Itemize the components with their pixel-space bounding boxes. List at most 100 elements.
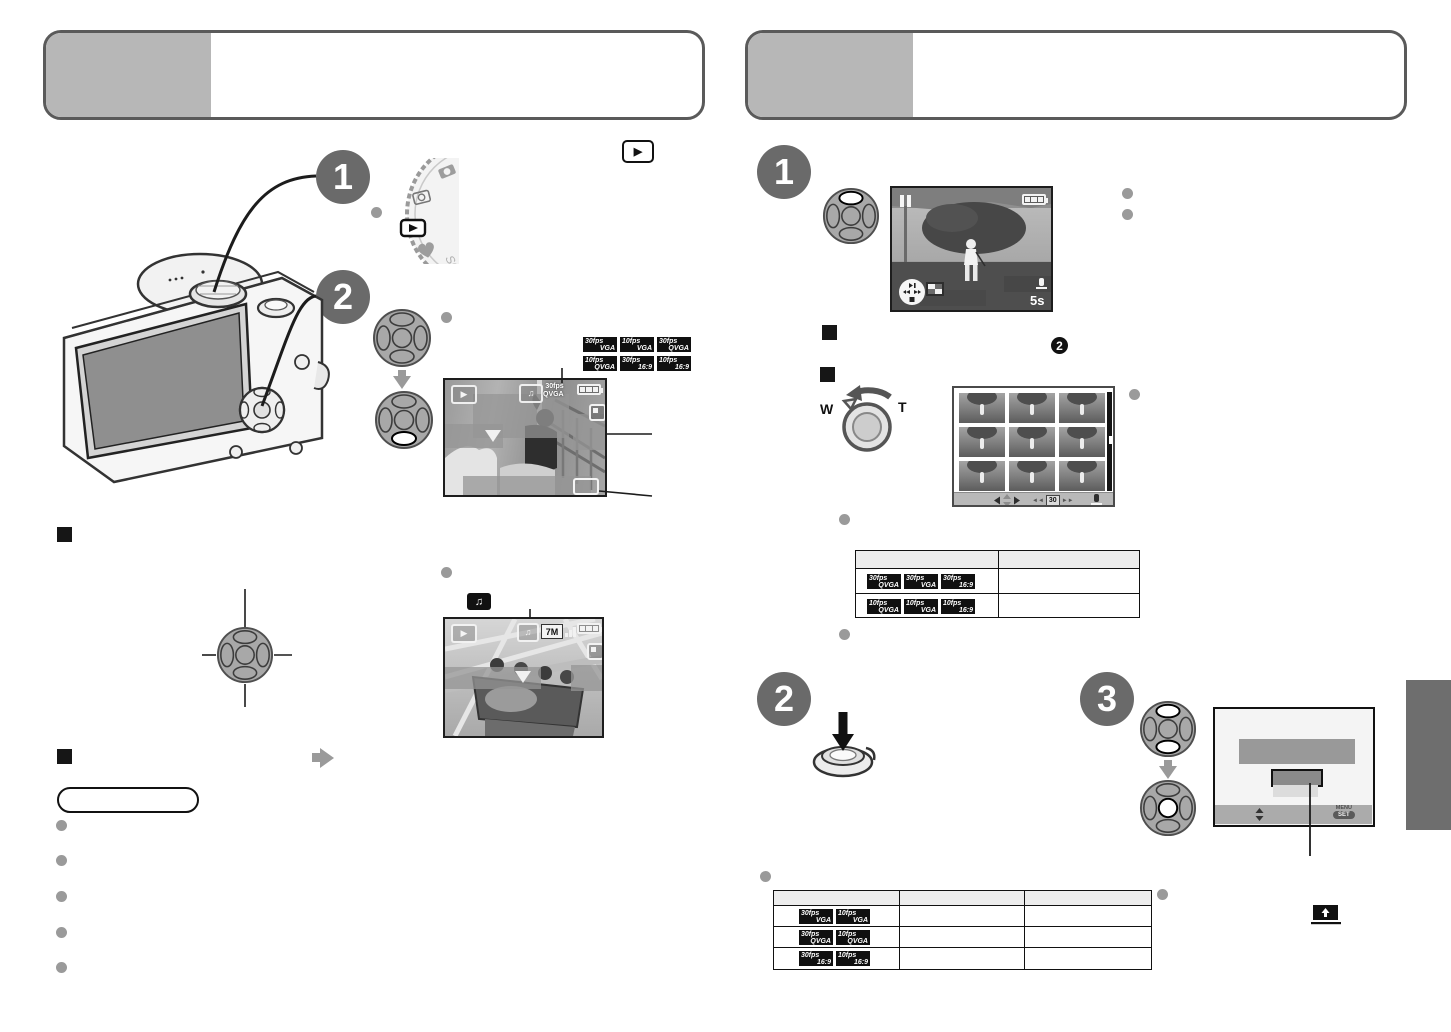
gray-right-arrow-head bbox=[320, 748, 334, 768]
bullet-dot bbox=[441, 567, 452, 578]
zoom-lever-illustration: W T bbox=[818, 383, 910, 468]
callout-circle-2: 2 bbox=[316, 270, 370, 324]
lcd-screen-picture-with-audio: ▶ ♫ 7M bbox=[443, 617, 604, 738]
left-section-title-box bbox=[43, 30, 705, 120]
bullet-dot bbox=[441, 312, 452, 323]
pause-icon bbox=[900, 195, 904, 207]
callout-1-number: 1 bbox=[332, 156, 354, 197]
simple-mode-icon bbox=[412, 189, 432, 205]
note-box bbox=[57, 787, 199, 813]
step-1-circle: 1 bbox=[757, 145, 811, 199]
section-square-marker bbox=[57, 749, 72, 764]
bullet-dot bbox=[56, 855, 67, 866]
playback-indicator-icon: ▶ bbox=[451, 624, 477, 643]
thumbnail-frame bbox=[1059, 461, 1105, 491]
thumb-bottom-bar bbox=[954, 492, 1113, 505]
thumbnail-frame-selected bbox=[1006, 424, 1058, 460]
mode-dial-illustration: SCN1 bbox=[399, 158, 459, 264]
table-divider bbox=[899, 891, 900, 969]
elapsed-time-label: 5s bbox=[1030, 293, 1045, 308]
strap-lug bbox=[313, 361, 330, 390]
gray-right-arrow bbox=[312, 753, 321, 762]
menu-bottom-bar bbox=[1215, 805, 1372, 824]
thumbnail-frame bbox=[1009, 393, 1055, 423]
thumbnail-frame bbox=[1059, 427, 1105, 457]
memory-icon bbox=[589, 404, 605, 421]
picture-audio-indicator-icon: ♫ bbox=[517, 623, 539, 642]
substep-2-marker: 2 bbox=[1051, 337, 1068, 354]
redacted-overlay bbox=[571, 665, 602, 691]
cursor-pad-updown-icon bbox=[1139, 700, 1197, 758]
table-divider bbox=[998, 551, 999, 617]
battery-icon bbox=[577, 384, 603, 395]
picture-with-audio-icon: ♫ bbox=[467, 593, 491, 610]
battery-icon bbox=[1022, 194, 1048, 205]
bullet-dot bbox=[839, 629, 850, 640]
bullet-dot bbox=[56, 962, 67, 973]
menu-next-item bbox=[1273, 785, 1318, 797]
bullet-dot bbox=[371, 207, 382, 218]
right-section-title-box bbox=[745, 30, 1407, 120]
section-square-marker bbox=[820, 367, 835, 382]
memory-icon bbox=[587, 643, 602, 660]
table-header-row bbox=[774, 891, 1151, 906]
gray-down-arrow bbox=[398, 370, 406, 377]
motion-picture-icon: ♫ bbox=[519, 384, 543, 403]
thumbnail-frame bbox=[1059, 393, 1105, 423]
scene-mode-label: SCN1 bbox=[442, 253, 459, 264]
audio-mic-icon bbox=[1091, 494, 1102, 505]
thumbnail-frame bbox=[959, 427, 1005, 457]
bullet-dot bbox=[760, 871, 771, 882]
play-triangle-icon bbox=[515, 671, 531, 683]
menu-set-button-icon: MENU SET bbox=[1333, 805, 1355, 819]
page-side-tab bbox=[1406, 680, 1451, 830]
table-header-row bbox=[856, 551, 1139, 569]
gray-down-arrow-head bbox=[1159, 766, 1177, 779]
callout-circle-1: 1 bbox=[316, 150, 370, 204]
tv-screen-icon bbox=[1311, 905, 1341, 925]
four-way-arrow-icon bbox=[994, 494, 1020, 505]
camera-mode-icon bbox=[438, 164, 456, 179]
tele-label: T bbox=[898, 399, 907, 415]
func-button bbox=[289, 441, 303, 455]
redacted-overlay bbox=[463, 476, 591, 495]
checker-finish-icon bbox=[926, 282, 944, 296]
scene-box-icon bbox=[573, 478, 599, 495]
right-section-title-accent bbox=[748, 33, 913, 117]
cursor-pad-set-pressed-icon bbox=[1139, 779, 1197, 837]
cursor-pad-icon bbox=[373, 309, 431, 367]
lever-nub bbox=[841, 397, 859, 412]
playback-indicator-icon: ▶ bbox=[451, 385, 477, 404]
left-section-title-accent bbox=[46, 33, 211, 117]
menu-title-block bbox=[1239, 739, 1355, 764]
scene-heart-icon bbox=[418, 242, 434, 258]
camera-illustration bbox=[62, 252, 330, 484]
step-1-number: 1 bbox=[773, 151, 795, 192]
bullet-dot bbox=[56, 820, 67, 831]
audio-mic-icon bbox=[1036, 278, 1047, 289]
updown-select-icon bbox=[1255, 808, 1264, 821]
bullet-dot bbox=[839, 514, 850, 525]
section-square-marker bbox=[57, 527, 72, 542]
quality-icon bbox=[565, 627, 576, 637]
step-3-circle: 3 bbox=[1080, 672, 1134, 726]
gray-down-arrow-head bbox=[393, 376, 411, 389]
